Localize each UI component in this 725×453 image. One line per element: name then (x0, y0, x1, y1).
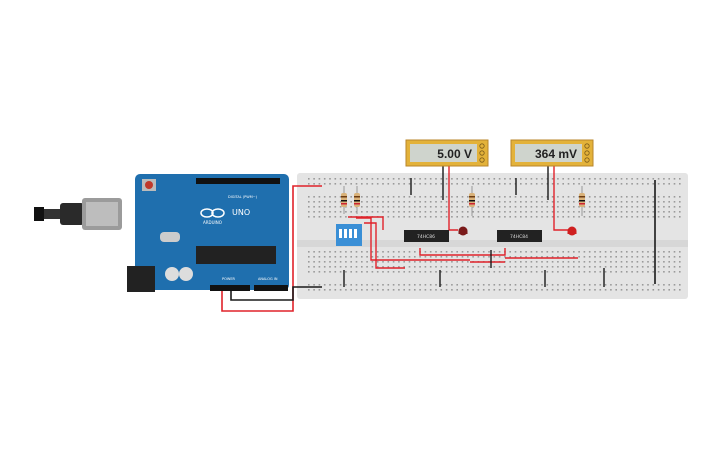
wires (221, 165, 656, 312)
power-header[interactable] (210, 285, 250, 291)
arduino-uno-board[interactable]: UNO ARDUINO DIGITAL (PWM~) POWER ANALOG … (127, 174, 289, 292)
arduino-brand-text: ARDUINO (203, 220, 222, 225)
chip-label: 74HC86 (417, 234, 435, 240)
digital-header[interactable] (196, 178, 280, 184)
dip-toggle[interactable] (339, 229, 342, 238)
wire-red-3 (364, 222, 405, 269)
dip-switch[interactable] (336, 224, 362, 246)
digital-label: DIGITAL (PWM~) (228, 195, 258, 199)
resistor[interactable] (469, 186, 475, 216)
usb-cable[interactable] (34, 198, 122, 230)
dip-toggle[interactable] (349, 229, 352, 238)
analog-header[interactable] (254, 285, 288, 291)
wire-red-4 (419, 248, 506, 256)
multimeter-2[interactable]: 364 mV (510, 139, 594, 167)
arduino-pcb (135, 174, 289, 290)
wire-meter2-red (553, 165, 568, 231)
wire-red-1 (348, 216, 384, 230)
atmega-chip (196, 246, 276, 264)
wire-gnd (230, 286, 322, 301)
multimeter-reading: 364 mV (535, 147, 577, 161)
power-jack (127, 266, 155, 292)
led-2[interactable] (567, 226, 577, 236)
probe-terminal-icon (479, 143, 485, 149)
wire-5v (221, 185, 322, 312)
analog-label: ANALOG IN (258, 277, 278, 281)
capacitor (165, 267, 179, 281)
probe-terminal-icon (584, 150, 590, 156)
multimeter-screen (410, 144, 477, 162)
resistors[interactable] (341, 186, 585, 216)
power-label: POWER (222, 277, 236, 281)
ic-chip-2[interactable]: 74HC84 (497, 230, 542, 242)
dip-toggle[interactable] (354, 229, 357, 238)
multimeter-1[interactable]: 5.00 V (405, 139, 489, 167)
chip-label: 74HC84 (510, 234, 528, 240)
ic-chip-1[interactable]: 74HC86 (404, 230, 449, 242)
crystal (160, 232, 180, 242)
arduino-logo: UNO ARDUINO (200, 208, 250, 225)
resistor[interactable] (341, 186, 347, 214)
wire-red-2 (356, 217, 470, 261)
resistor[interactable] (579, 186, 585, 216)
led-1[interactable] (458, 226, 468, 236)
breadboard-holes (308, 178, 681, 291)
probe-terminal-icon (584, 157, 590, 163)
dip-toggle[interactable] (344, 229, 347, 238)
probe-terminal-icon (584, 143, 590, 149)
uno-logo-text: UNO (232, 208, 250, 217)
center-channel (297, 240, 688, 247)
multimeter-screen (515, 144, 582, 162)
multimeter-reading: 5.00 V (437, 147, 472, 161)
probe-terminal-icon (479, 150, 485, 156)
resistor[interactable] (354, 186, 360, 214)
probe-terminal-icon (479, 157, 485, 163)
capacitor (179, 267, 193, 281)
